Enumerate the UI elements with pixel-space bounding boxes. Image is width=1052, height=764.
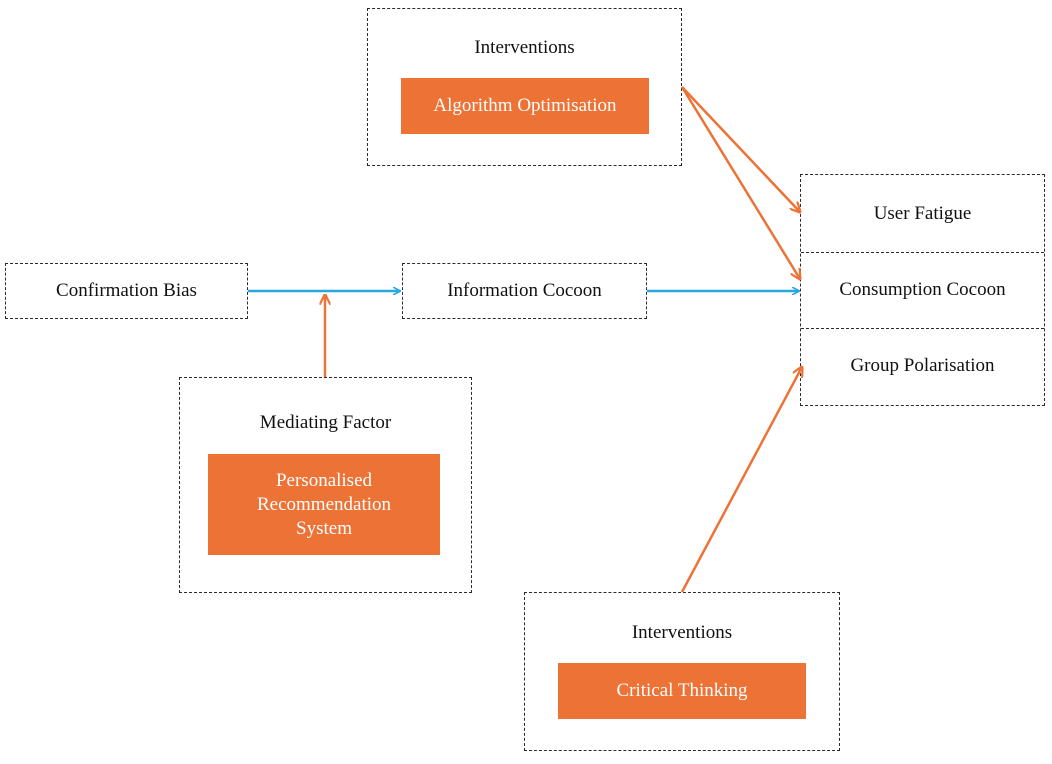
group-polarisation-node: Group Polarisation <box>801 328 1044 404</box>
personalised-recommendation-line-1: Personalised <box>275 469 373 491</box>
information-cocoon-node: Information Cocoon <box>402 263 647 319</box>
confirmation-bias-label: Confirmation Bias <box>56 280 197 301</box>
interventions-top-group: Interventions Algorithm Optimisation <box>367 8 682 166</box>
personalised-recommendation-line-3: System <box>296 517 352 539</box>
interventions-bottom-heading: Interventions <box>631 622 733 643</box>
information-cocoon-label: Information Cocoon <box>447 280 602 301</box>
mediating-factor-group: Mediating Factor Personalised Recommenda… <box>179 377 472 593</box>
algorithm-optimisation-node: Algorithm Optimisation <box>401 78 649 134</box>
arrow-critical-thinking-to-group <box>680 367 802 593</box>
confirmation-bias-node: Confirmation Bias <box>5 263 248 319</box>
user-fatigue-node: User Fatigue <box>801 175 1044 252</box>
group-polarisation-label: Group Polarisation <box>850 355 995 376</box>
consumption-cocoon-label: Consumption Cocoon <box>839 279 1006 300</box>
consumption-cocoon-node: Consumption Cocoon <box>801 252 1044 328</box>
outcomes-divider-2 <box>801 328 1044 329</box>
personalised-recommendation-node: Personalised Recommendation System <box>208 454 440 555</box>
mediating-factor-heading: Mediating Factor <box>259 412 392 433</box>
critical-thinking-node: Critical Thinking <box>558 663 806 719</box>
critical-thinking-label: Critical Thinking <box>616 680 748 701</box>
interventions-bottom-group: Interventions Critical Thinking <box>524 592 840 751</box>
personalised-recommendation-line-2: Recommendation <box>256 493 392 515</box>
algorithm-optimisation-label: Algorithm Optimisation <box>433 95 617 116</box>
arrow-algorithm-to-consumption <box>680 86 800 279</box>
interventions-top-heading: Interventions <box>474 37 575 58</box>
arrow-algorithm-to-user-fatigue <box>681 86 800 212</box>
outcomes-stack: User Fatigue Consumption Cocoon Group Po… <box>800 174 1045 406</box>
user-fatigue-label: User Fatigue <box>873 202 972 224</box>
outcomes-divider-1 <box>801 252 1044 253</box>
